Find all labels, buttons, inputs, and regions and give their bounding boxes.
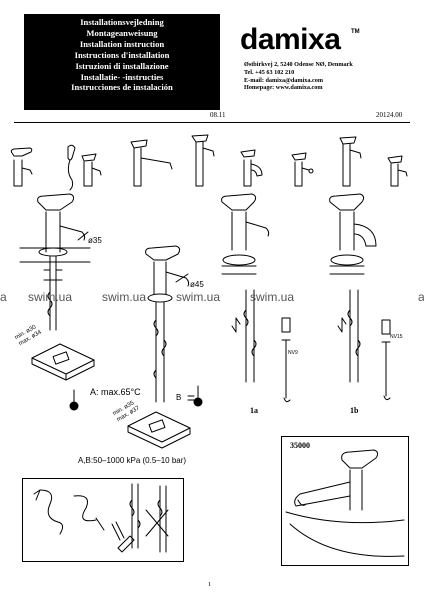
faucet-variant-bidet — [291, 152, 314, 187]
doc-number: 20124.00 — [376, 111, 403, 119]
faucet-variant-basin — [10, 147, 33, 187]
watermark-5: swim.ua — [250, 290, 295, 304]
faucet-diagram-1b — [329, 193, 391, 401]
base-plate-2 — [127, 411, 191, 449]
label-model-number: 35000 — [290, 441, 310, 450]
title-en: Installation instruction — [79, 38, 165, 49]
title-it: Istruzioni di installazione — [75, 60, 169, 71]
address-email: E-mail: damixa@damixa.com — [244, 76, 323, 84]
brand-logo: damixa — [240, 23, 341, 56]
address-homepage: Homepage: www.damixa.com — [244, 84, 323, 92]
label-pressure: A,B:50–1000 kPa (0.5–10 bar) — [78, 456, 187, 465]
label-dim-45: ø45 — [190, 280, 204, 289]
company-address: Østbirkvej 2, 5240 Odense NØ, Denmark Te… — [244, 61, 353, 92]
inset-frame — [281, 436, 409, 566]
label-nv15: NV15 — [390, 334, 403, 340]
faucet-diagram-2 — [145, 245, 190, 403]
faucet-variant-cascade — [240, 149, 263, 187]
faucet-variant-handshower — [67, 144, 102, 191]
brand-trademark: TM — [351, 29, 360, 35]
faucet-diagram-1a — [221, 193, 291, 403]
title-block: Installationsvejledning Montageanweisung… — [24, 14, 220, 110]
header-divider — [14, 122, 410, 123]
label-step-1a: 1a — [250, 406, 258, 415]
label-dim-35: ø35 — [88, 236, 102, 245]
hose-handling-diagrams — [33, 483, 169, 553]
title-de: Montageanweisung — [86, 27, 158, 38]
label-temperature-a: A: max.65°C — [90, 387, 141, 397]
page-number: 1 — [208, 581, 212, 588]
label-nv9: NV9 — [288, 350, 298, 356]
doc-date: 08.11 — [210, 111, 226, 119]
faucet-variant-kitchen — [130, 139, 173, 187]
faucet-variant-tall-basin — [339, 136, 362, 187]
watermark-2: swim.ua — [28, 290, 73, 304]
label-step-1b: 1b — [350, 406, 359, 415]
inset-faucet-on-basin — [285, 449, 405, 557]
title-fr: Instructions d'installation — [74, 49, 170, 60]
title-es: Instrucciones de instalación — [71, 82, 173, 93]
faucet-diagram-1 — [19, 193, 91, 331]
watermark-4: swim.ua — [176, 290, 221, 304]
title-da: Installationsvejledning — [80, 17, 164, 27]
address-street: Østbirkvej 2, 5240 Odense NØ, Denmark — [244, 61, 353, 68]
hose-handling-frame — [22, 478, 184, 562]
label-b: B — [176, 393, 182, 402]
base-plate-1 — [31, 343, 95, 381]
thermometer-b — [187, 385, 203, 407]
faucet-variant-small — [387, 155, 408, 187]
address-phone: Tel. +45 63 102 210 — [244, 68, 295, 76]
watermark-1: a — [0, 290, 7, 304]
watermark-6: a — [418, 290, 424, 304]
faucet-variant-tall — [191, 134, 215, 187]
thermometer-a — [69, 389, 79, 411]
watermark-3: swim.ua — [102, 290, 147, 304]
title-nl: Installatie- -instructies — [80, 71, 164, 82]
